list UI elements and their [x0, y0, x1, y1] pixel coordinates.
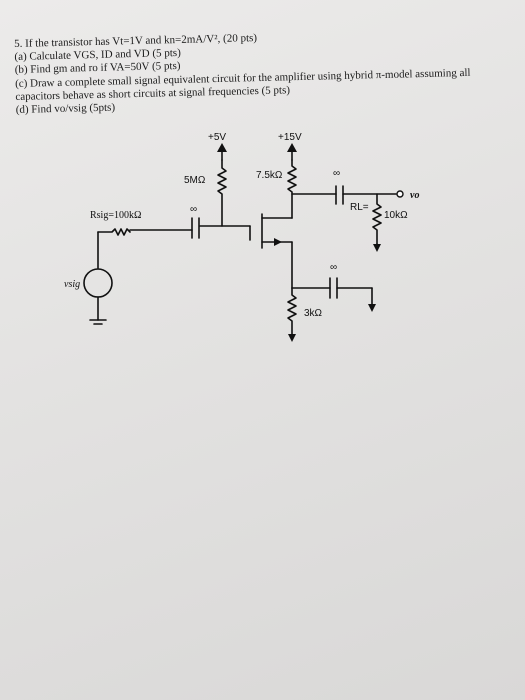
vsig-ground-icon: [89, 296, 107, 325]
input-capacitor: [129, 217, 200, 239]
supply-5v-arrow: [217, 143, 227, 161]
bypass-ground-icon: [368, 304, 376, 312]
vsig-label: vsig: [64, 279, 80, 290]
supply-15v-label: +15V: [278, 132, 302, 143]
output-capacitor-label: ∞: [333, 168, 340, 179]
drain-resistor: [287, 159, 297, 219]
bypass-capacitor: [329, 277, 373, 307]
output-label: vo: [410, 190, 419, 201]
load-resistor-label: 10kΩ: [384, 210, 408, 221]
output-terminal: [396, 190, 404, 198]
load-resistor-tag: RL=: [350, 202, 369, 213]
drain-resistor-label: 7.5kΩ: [256, 170, 283, 181]
source-resistor: [287, 287, 297, 337]
load-ground-icon: [373, 243, 381, 252]
bypass-capacitor-label: ∞: [330, 262, 337, 273]
supply-5v-label: +5V: [208, 132, 226, 143]
rsig-label: Rsig=100kΩ: [90, 210, 141, 221]
mosfet-transistor: [249, 213, 293, 249]
output-capacitor: [335, 185, 397, 205]
source-resistor-label: 3kΩ: [304, 308, 323, 319]
supply-15v-arrow: [287, 143, 297, 161]
gate-resistor: [217, 159, 227, 227]
source-ground-icon: [288, 334, 296, 342]
rsig-resistor: [97, 228, 131, 236]
gate-resistor-label: 5MΩ: [184, 175, 206, 186]
input-capacitor-label: ∞: [190, 204, 197, 215]
load-resistor: [372, 193, 382, 245]
vsig-source: [83, 268, 113, 298]
